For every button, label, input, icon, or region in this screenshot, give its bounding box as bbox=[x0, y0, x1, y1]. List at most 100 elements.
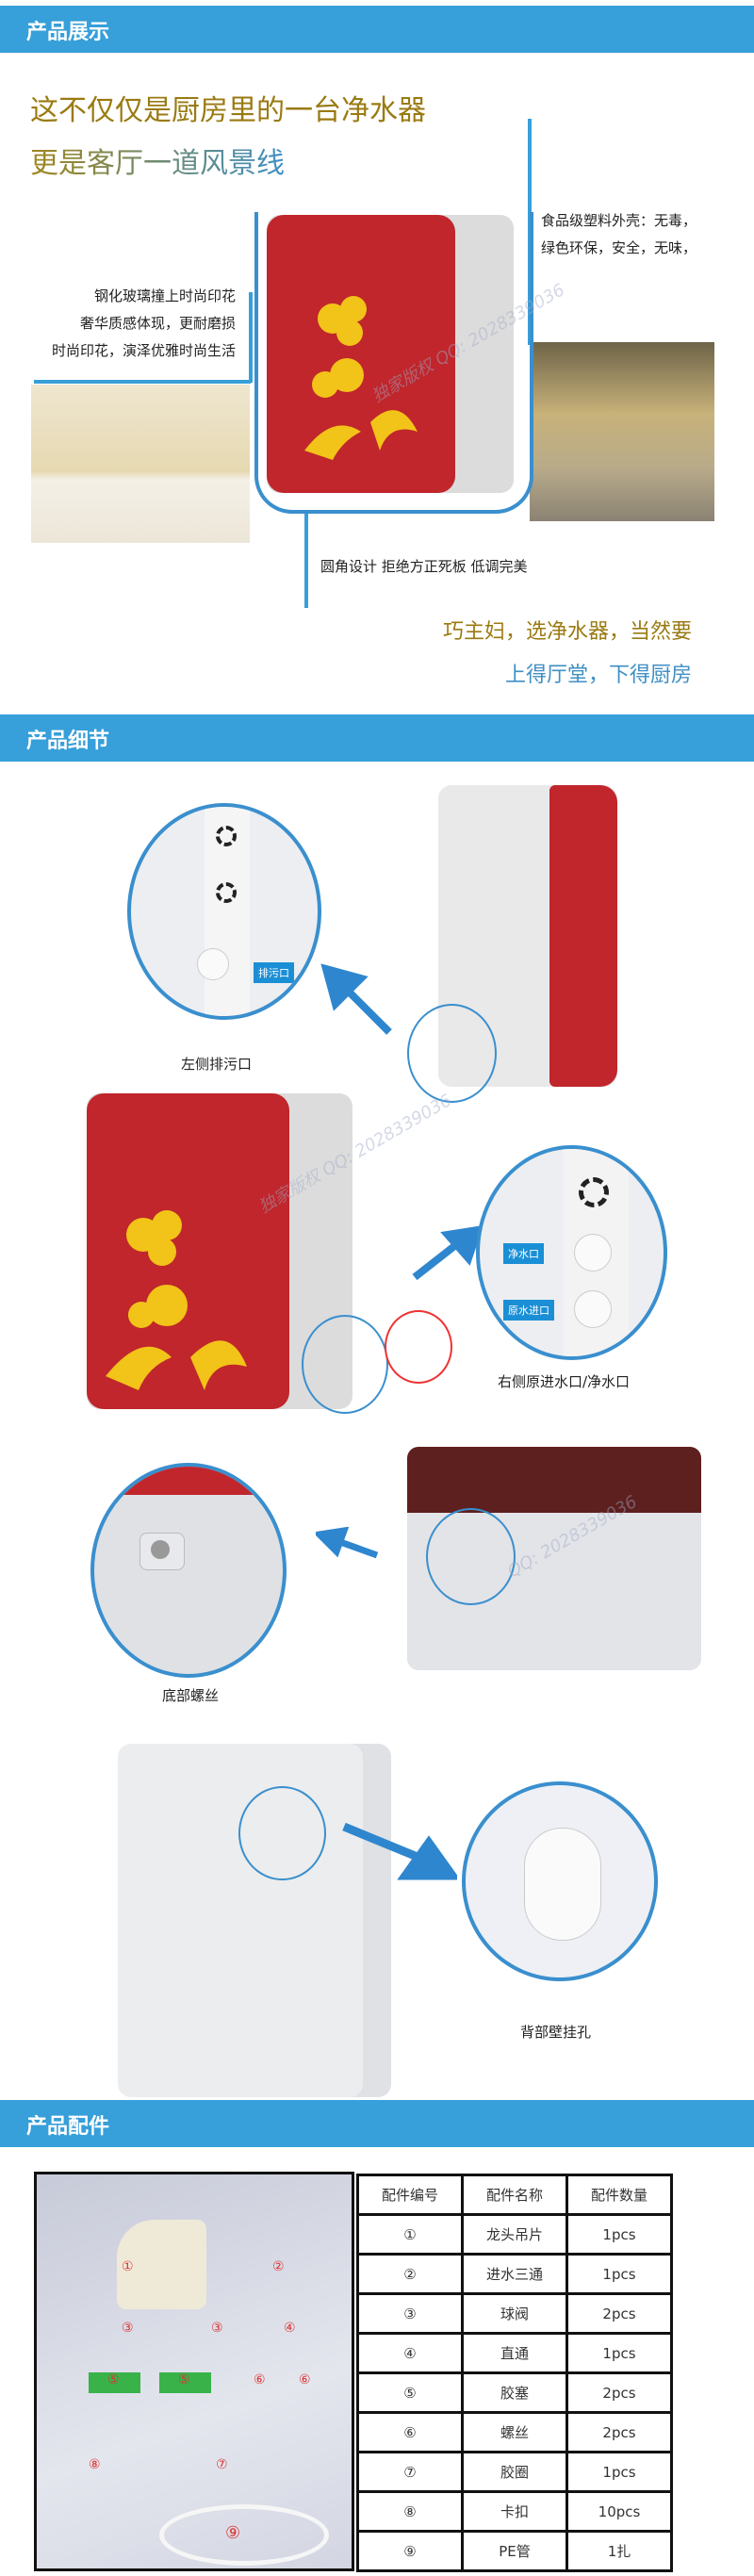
part-mark: ③ bbox=[211, 2321, 223, 2336]
table-cell: PE管 bbox=[461, 2530, 568, 2572]
raw-water-label: 原水进口 bbox=[503, 1300, 554, 1321]
divider bbox=[304, 514, 308, 608]
screw-zoom-circle bbox=[90, 1463, 287, 1678]
table-cell: 2pcs bbox=[566, 2371, 673, 2414]
part-mark: ⑥ bbox=[254, 2372, 266, 2387]
table-cell: 龙头吊片 bbox=[461, 2213, 568, 2256]
purifier-image bbox=[267, 215, 514, 493]
feature-line: 奢华质感体现，更耐磨损 bbox=[79, 315, 236, 332]
table-cell: 1pcs bbox=[566, 2332, 673, 2374]
header-cell: 配件编号 bbox=[356, 2174, 464, 2216]
part-mark: ① bbox=[122, 2259, 134, 2274]
table-cell: ④ bbox=[356, 2332, 464, 2374]
drain-zoom-circle: 排污口 bbox=[127, 803, 321, 1020]
section-banner-parts: 产品配件 bbox=[0, 2100, 754, 2147]
purifier-front-image bbox=[87, 1093, 352, 1409]
arrow-icon bbox=[316, 1527, 379, 1559]
certification-stamp bbox=[385, 1310, 452, 1384]
table-cell: 直通 bbox=[461, 2332, 568, 2374]
table-cell: ⑦ bbox=[356, 2451, 464, 2493]
table-cell: 胶圈 bbox=[461, 2451, 568, 2493]
table-cell: 2pcs bbox=[566, 2292, 673, 2335]
header-cell: 配件数量 bbox=[566, 2174, 673, 2216]
headline-2: 更是客厅一道风景线 bbox=[30, 139, 285, 181]
table-cell: 球阀 bbox=[461, 2292, 568, 2335]
divider bbox=[34, 380, 251, 384]
table-cell: 进水三通 bbox=[461, 2253, 568, 2295]
hole-highlight bbox=[238, 1786, 326, 1880]
table-cell: 10pcs bbox=[566, 2490, 673, 2533]
arrow-icon bbox=[342, 1822, 457, 1880]
feature-line: 绿色环保，安全，无味， bbox=[541, 239, 697, 256]
part-mark: ⑧ bbox=[89, 2457, 101, 2472]
part-mark: ⑤ bbox=[107, 2372, 120, 2387]
screw-icon bbox=[151, 1540, 170, 1559]
hole-zoom-circle bbox=[462, 1781, 658, 1981]
table-header: 配件编号 配件名称 配件数量 bbox=[356, 2174, 673, 2216]
arrow-icon bbox=[412, 1225, 484, 1281]
feature-line: 时尚印花，演泽优雅时尚生活 bbox=[51, 342, 236, 359]
headline-1: 这不仅仅是厨房里的一台净水器 bbox=[30, 94, 426, 127]
flower-pattern-icon bbox=[106, 1210, 247, 1390]
header-cell: 配件名称 bbox=[461, 2174, 568, 2216]
table-cell: ① bbox=[356, 2213, 464, 2256]
part-mark: ③ bbox=[122, 2321, 134, 2336]
living-room-photo bbox=[530, 342, 714, 521]
table-cell: ⑥ bbox=[356, 2411, 464, 2453]
feature-shell: 食品级塑料外壳：无毒， 绿色环保，安全，无味， bbox=[541, 207, 697, 262]
divider bbox=[249, 292, 253, 383]
screw-highlight bbox=[426, 1508, 516, 1605]
screw-caption: 底部螺丝 bbox=[162, 1687, 220, 1704]
purifier-bottom-image bbox=[407, 1447, 701, 1670]
part-mark: ⑤ bbox=[178, 2372, 190, 2387]
kitchen-photo bbox=[31, 385, 250, 543]
part-mark: ⑦ bbox=[216, 2457, 228, 2472]
part-mark: ⑥ bbox=[299, 2372, 311, 2387]
table-cell: 1pcs bbox=[566, 2213, 673, 2256]
drain-label: 排污口 bbox=[254, 962, 294, 983]
feature-line: 钢化玻璃撞上时尚印花 bbox=[93, 287, 236, 304]
ports-zoom-circle: 净水口 原水进口 bbox=[476, 1145, 667, 1360]
part-mark: ② bbox=[272, 2259, 285, 2274]
table-cell: ⑤ bbox=[356, 2371, 464, 2414]
design-caption: 圆角设计 拒绝方正死板 低调完美 bbox=[320, 558, 528, 575]
table-cell: ② bbox=[356, 2253, 464, 2295]
drain-highlight bbox=[407, 1004, 497, 1103]
section-banner-display: 产品展示 bbox=[0, 6, 754, 53]
table-cell: 螺丝 bbox=[461, 2411, 568, 2453]
section-banner-detail: 产品细节 bbox=[0, 714, 754, 762]
parts-photo: ⑧ ① ② ③ ③ ④ ⑤ ⑤ ⑥ ⑥ ⑦ ⑨ bbox=[34, 2172, 354, 2571]
part-mark: ⑨ bbox=[225, 2523, 241, 2543]
ports-highlight bbox=[302, 1315, 388, 1414]
table-cell: 1扎 bbox=[566, 2530, 673, 2572]
table-cell: ③ bbox=[356, 2292, 464, 2335]
table-cell: ⑨ bbox=[356, 2530, 464, 2572]
keyhole-icon bbox=[524, 1828, 601, 1941]
table-cell: 2pcs bbox=[566, 2411, 673, 2453]
part-mark: ④ bbox=[284, 2321, 296, 2336]
feature-line: 食品级塑料外壳：无毒， bbox=[541, 212, 697, 229]
table-cell: 卡扣 bbox=[461, 2490, 568, 2533]
hole-caption: 背部壁挂孔 bbox=[520, 2024, 592, 2041]
table-cell: 1pcs bbox=[566, 2253, 673, 2295]
table-cell: 1pcs bbox=[566, 2451, 673, 2493]
flower-pattern-icon bbox=[304, 296, 418, 460]
drain-caption: 左侧排污口 bbox=[181, 1056, 253, 1073]
feature-glass: 钢化玻璃撞上时尚印花 奢华质感体现，更耐磨损 时尚印花，演泽优雅时尚生活 bbox=[52, 283, 236, 365]
slogan-1: 巧主妇，选净水器，当然要 bbox=[442, 620, 692, 644]
table-cell: 胶塞 bbox=[461, 2371, 568, 2414]
arrow-icon bbox=[320, 963, 392, 1035]
pure-water-label: 净水口 bbox=[503, 1243, 544, 1264]
highlight-frame bbox=[254, 212, 533, 514]
ports-caption: 右侧原进水口/净水口 bbox=[498, 1373, 631, 1390]
